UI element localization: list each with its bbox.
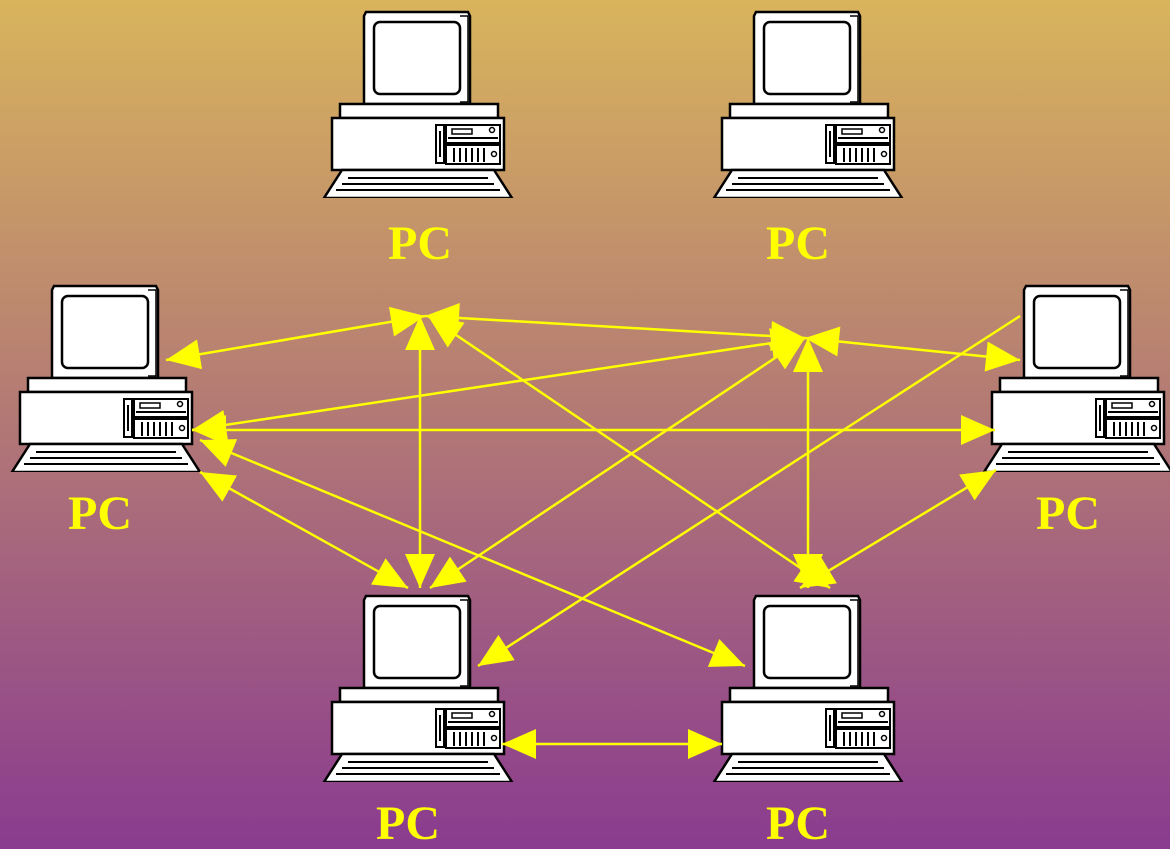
arrowhead-pc-bottom-left-end [502,729,536,759]
pc-label-top-right: PC [766,217,830,270]
pc-label-mid-right: PC [1036,487,1100,540]
arrowhead-pc-top-left-end [428,316,465,348]
arrowhead-pc-bottom-right-end [800,557,837,588]
links-layer [165,302,1021,759]
arrowhead-pc-top-right-end [768,338,805,370]
arrowhead-pc-mid-left-end [192,415,226,445]
arrowhead-pc-top-left-end [405,316,435,350]
link-pc-top-left-to-pc-mid-left [165,314,426,362]
link-pc-mid-left-to-pc-bottom-right [199,438,746,668]
arrowhead-pc-bottom-left-end [370,558,408,588]
link-pc-top-left-to-pc-bottom-right [427,314,831,590]
link-pc-mid-left-to-pc-bottom-left [199,470,409,590]
pc-label-mid-left: PC [68,487,132,540]
link-pc-mid-right-to-pc-bottom-left [477,314,1021,668]
pc-label-top-left: PC [388,217,452,270]
pc-label-bottom-left: PC [376,797,440,850]
link-pc-top-right-to-pc-bottom-left [429,336,806,590]
arrowhead-pc-bottom-left-end [405,554,435,588]
link-pc-top-right-to-pc-mid-left [191,336,806,432]
arrowhead-pc-bottom-right-end [793,554,823,588]
arrowhead-pc-mid-right-end [959,470,996,501]
arrowhead-pc-bottom-left-end [430,556,467,588]
pc-label-bottom-right: PC [766,797,830,850]
arrowhead-pc-mid-right-end [961,415,995,445]
arrowhead-pc-bottom-right-end [688,729,722,759]
arrowhead-pc-mid-right-end [984,341,1020,372]
arrowhead-pc-mid-left-end [200,439,238,467]
link-pc-mid-right-to-pc-bottom-right [799,468,997,590]
arrowhead-pc-bottom-left-end [478,634,515,666]
arrowhead-pc-top-right-end [805,326,841,357]
arrowhead-pc-top-right-end [793,338,823,372]
arrowhead-pc-bottom-right-end [707,639,745,667]
link-pc-top-right-to-pc-mid-right [804,336,1021,362]
arrowhead-pc-top-left-end [388,306,425,337]
arrowhead-pc-mid-left-end [166,339,203,370]
arrowhead-pc-mid-left-end [200,472,238,502]
link-pc-top-left-to-pc-top-right [424,314,806,340]
